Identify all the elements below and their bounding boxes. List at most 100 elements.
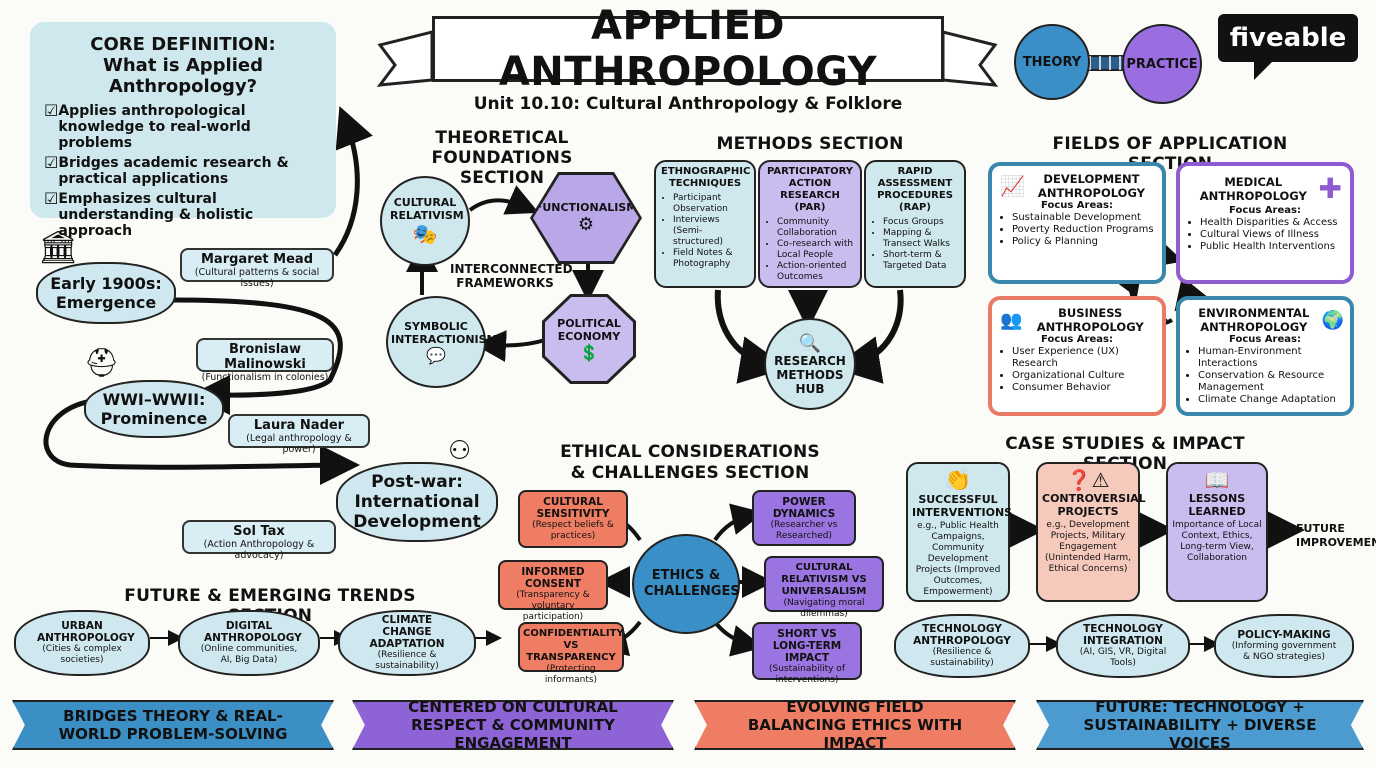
method-item: Co-research with Local People (777, 239, 855, 261)
field-card-development: 📈 DEVELOPMENT ANTHROPOLOGY Focus Areas: … (988, 162, 1166, 284)
field-title: ENVIRONMENTAL ANTHROPOLOGY (1198, 306, 1310, 334)
person-name: Margaret Mead (201, 252, 313, 267)
banner-text: EVOLVING FIELD BALANCING ETHICS WITH IMP… (747, 698, 963, 752)
clap-icon: 👏 (944, 468, 972, 493)
field-item: Cultural Views of Illness (1200, 229, 1342, 241)
globe-icon: 🌍 (1321, 309, 1344, 331)
method-title: PARTICIPATORY ACTION RESEARCH (PAR) (766, 166, 854, 213)
person-name: Laura Nader (253, 418, 345, 433)
medical-cross-icon: ✚ (1318, 172, 1342, 205)
field-item: Human-Environment Interactions (1198, 346, 1344, 370)
ethics-item-title: SHORT VS LONG-TERM IMPACT (772, 628, 842, 664)
ethics-item: CONFIDENTIALITY VS TRANSPARENCY (Protect… (518, 622, 624, 685)
trend-title: CLIMATE CHANGE ADAPTATION (369, 614, 445, 650)
title-banner: APPLIED ANTHROPOLOGY (432, 3, 944, 95)
person-note: Sol Tax (Action Anthropology & advocacy) (182, 520, 336, 561)
method-title: RAPID ASSESSMENT PROCEDURES (RAP) (877, 166, 953, 213)
ethics-item-desc: (Respect beliefs & practices) (532, 520, 614, 541)
core-item: ☑Bridges academic research & practical a… (44, 155, 322, 188)
field-item: Organizational Culture (1012, 370, 1154, 382)
ethics-item-desc: (Sustainability of interventions) (769, 664, 845, 685)
bottom-banner: BRIDGES THEORY & REAL-WORLD PROBLEM-SOLV… (12, 700, 334, 750)
core-item-text: Bridges academic research & practical ap… (58, 155, 289, 187)
field-title: MEDICAL ANTHROPOLOGY (1199, 174, 1307, 203)
timeline-early-label: Early 1900s: Emergence (50, 274, 162, 312)
case-card: ❓⚠ CONTROVERSIAL PROJECTS e.g., Developm… (1036, 462, 1146, 602)
field-item: Public Health Interventions (1200, 241, 1342, 253)
symbolic-interactionism-label: SYMBOLIC INTERACTIONISM (391, 319, 498, 346)
book-icon: 📖 (1204, 468, 1230, 492)
magnifier-icon: 🔍 (798, 332, 822, 354)
core-heading-2: What is Applied Anthropology? (103, 55, 263, 97)
ethics-center-label: ETHICS & CHALLENGES (644, 568, 740, 599)
timeline-arrow-early-wwi (169, 297, 343, 416)
field-card-environmental: ENVIRONMENTAL ANTHROPOLOGY 🌍 Focus Areas… (1176, 296, 1354, 416)
check-icon: ☑ (44, 101, 59, 120)
core-definition-box: CORE DEFINITION: What is Applied Anthrop… (30, 22, 336, 239)
bottom-banner: CENTERED ON CULTURAL RESPECT & COMMUNITY… (352, 700, 674, 750)
banner-text: FUTURE: TECHNOLOGY + SUSTAINABILITY + DI… (1083, 698, 1317, 752)
timeline-wwi: WWI–WWII: Prominence (84, 380, 224, 438)
helmet-icon: ⛑ (84, 346, 120, 379)
ethics-item-desc: (Protecting informants) (544, 664, 598, 685)
warning-icon: ❓⚠ (1066, 468, 1110, 492)
team-icon: 👥 (1000, 309, 1023, 331)
functionalism-node: FUNCTIONALISM ⚙ (533, 175, 639, 261)
cultural-relativism-node: CULTURAL RELATIVISM 🎭 (380, 176, 470, 266)
future-improvements-label: FUTURE IMPROVEMENTS (1296, 522, 1376, 549)
ethics-item-title: CULTURAL SENSITIVITY (536, 496, 610, 520)
field-title: DEVELOPMENT ANTHROPOLOGY (1037, 172, 1145, 200)
person-note: Bronislaw Malinowski (Functionalism in c… (196, 338, 334, 383)
case-desc: Importance of Local Context, Ethics, Lon… (1172, 520, 1262, 563)
speech-icon: 💬 (426, 345, 446, 365)
method-item: Community Collaboration (777, 217, 855, 239)
building-icon: 🏛 (38, 228, 79, 266)
trend-desc: (Resilience & sustainability) (930, 647, 994, 668)
field-item: Policy & Planning (1012, 236, 1154, 248)
ethics-item-desc: (Transparency & voluntary participation) (516, 590, 590, 622)
trend-desc: (Informing government & NGO strategies) (1231, 641, 1337, 662)
gears-icon: ⚙ (577, 214, 595, 235)
functionalism-label: FUNCTIONALISM (534, 201, 638, 214)
trend-title: TECHNOLOGY ANTHROPOLOGY (913, 623, 1011, 647)
case-card: 📖 LESSONS LEARNED Importance of Local Co… (1166, 462, 1268, 602)
ethics-section-heading: ETHICAL CONSIDERATIONS & CHALLENGES SECT… (560, 442, 820, 483)
field-item: Health Disparities & Access (1200, 217, 1342, 229)
case-desc: e.g., Development Projects, Military Eng… (1044, 520, 1132, 574)
field-item: Sustainable Development (1012, 212, 1154, 224)
method-card: RAPID ASSESSMENT PROCEDURES (RAP) Focus … (864, 160, 966, 288)
growth-chart-icon: 📈 (1000, 174, 1025, 198)
ethics-center: ETHICS & CHALLENGES (632, 534, 740, 634)
globe-money-icon: 💲 (579, 342, 599, 362)
ethics-item: POWER DYNAMICS (Researcher vs Researched… (752, 490, 856, 546)
bottom-banner: FUTURE: TECHNOLOGY + SUSTAINABILITY + DI… (1036, 700, 1364, 750)
network-icon: ⚇ (448, 436, 472, 466)
timeline-arrow-wwi-postwar (43, 397, 360, 486)
core-item-text: Emphasizes cultural understanding & holi… (58, 191, 254, 239)
trend-desc: (Online communities, AI, Big Data) (200, 644, 298, 665)
ethics-item: CULTURAL SENSITIVITY (Respect beliefs & … (518, 490, 628, 548)
method-card: PARTICIPATORY ACTION RESEARCH (PAR) Comm… (758, 160, 862, 288)
field-card-medical: MEDICAL ANTHROPOLOGY ✚ Focus Areas: Heal… (1176, 162, 1354, 284)
case-title: LESSONS LEARNED (1188, 492, 1246, 518)
ethics-item-title: CULTURAL RELATIVISM VS UNIVERSALISM (781, 562, 867, 597)
person-note: Laura Nader (Legal anthropology & power) (228, 414, 370, 455)
method-title: ETHNOGRAPHIC TECHNIQUES (661, 166, 751, 189)
bottom-banner: EVOLVING FIELD BALANCING ETHICS WITH IMP… (694, 700, 1016, 750)
timeline-postwar-label: Post-war: International Development (353, 472, 481, 532)
ethics-item: CULTURAL RELATIVISM VS UNIVERSALISM (Nav… (764, 556, 884, 619)
field-card-business: 👥 BUSINESS ANTHROPOLOGY Focus Areas: Use… (988, 296, 1166, 416)
core-item: ☑Emphasizes cultural understanding & hol… (44, 191, 322, 240)
field-item: Conservation & Resource Management (1198, 370, 1344, 394)
method-item: Field Notes & Photography (673, 248, 749, 270)
ethics-item: INFORMED CONSENT (Transparency & volunta… (498, 560, 608, 622)
theory-center-label: INTERCONNECTED FRAMEWORKS (450, 262, 573, 290)
timeline-wwi-label: WWI–WWII: Prominence (100, 390, 208, 428)
theory-section-heading: THEORETICAL FOUNDATIONS SECTION (431, 128, 573, 188)
trend-item: URBAN ANTHROPOLOGY (Cities & complex soc… (14, 610, 150, 676)
person-name: Sol Tax (233, 524, 285, 539)
theory-label: THEORY (1022, 54, 1082, 70)
core-heading-1: CORE DEFINITION: (90, 34, 276, 55)
method-item: Focus Groups (883, 217, 959, 228)
field-item: Poverty Reduction Programs (1012, 224, 1154, 236)
